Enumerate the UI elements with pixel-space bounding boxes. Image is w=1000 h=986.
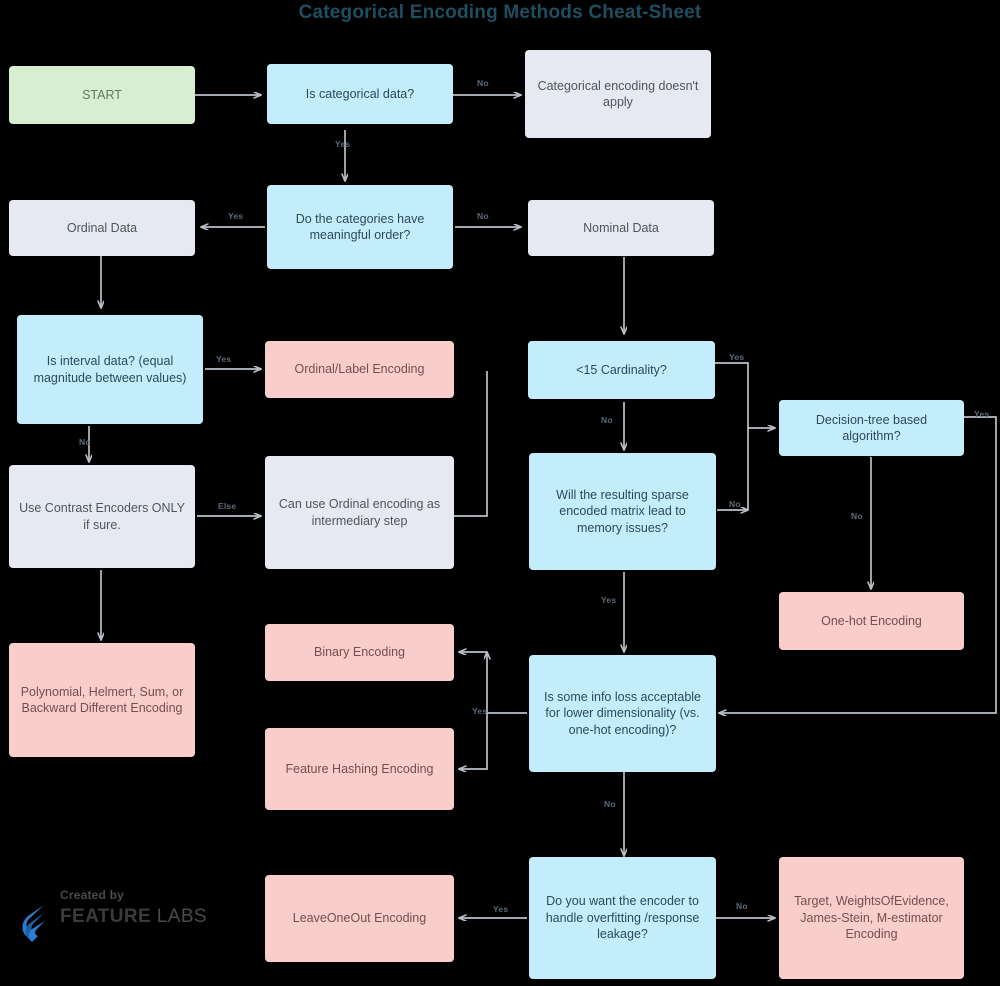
node-nominal-data[interactable]: Nominal Data (528, 200, 714, 256)
edge-label-overfit-yes: Yes (493, 904, 509, 914)
edge-label-tree-no: No (851, 511, 863, 521)
node-binary-encoding[interactable]: Binary Encoding (265, 624, 454, 681)
edge-label-sparse-yes: Yes (601, 595, 617, 605)
node-leaveoneout-encoding[interactable]: LeaveOneOut Encoding (265, 875, 454, 962)
node-cardinality[interactable]: <15 Cardinality? (528, 341, 715, 399)
created-by-label: Created by (60, 888, 125, 902)
edge-label-sparse-no: No (729, 499, 741, 509)
node-start[interactable]: START (9, 66, 195, 124)
node-use-contrast-encoders[interactable]: Use Contrast Encoders ONLY if sure. (9, 465, 195, 568)
node-handle-overfitting[interactable]: Do you want the encoder to handle overfi… (529, 857, 716, 979)
node-categorical-encoding-doesnt-apply[interactable]: Categorical encoding doesn't apply (525, 50, 711, 138)
edge-label-infoloss-no: No (604, 799, 616, 809)
company-name-bold: FEATURE (60, 906, 152, 927)
edge-label-cardinality-yes: Yes (729, 352, 745, 362)
edge-label-categorical-yes: Yes (335, 139, 351, 149)
edge-label-interval-yes: Yes (216, 354, 232, 364)
node-feature-hashing-encoding[interactable]: Feature Hashing Encoding (265, 728, 454, 810)
edge-label-contrast-else: Else (218, 501, 237, 511)
edge-label-order-no: No (477, 211, 489, 221)
node-meaningful-order[interactable]: Do the categories have meaningful order? (267, 185, 453, 269)
edge-label-order-yes: Yes (228, 211, 244, 221)
edge-label-interval-no: No (79, 437, 91, 447)
node-target-woe-james-stein[interactable]: Target, WeightsOfEvidence, James-Stein, … (779, 857, 964, 979)
node-decision-tree-based-algorithm[interactable]: Decision-tree based algorithm? (779, 400, 964, 456)
node-one-hot-encoding[interactable]: One-hot Encoding (779, 592, 964, 650)
feature-labs-logo-icon (22, 905, 45, 942)
node-ordinal-data[interactable]: Ordinal Data (9, 200, 195, 256)
edge-label-cardinality-no: No (601, 415, 613, 425)
edge-label-overfit-no: No (736, 901, 748, 911)
node-is-categorical-data[interactable]: Is categorical data? (267, 64, 453, 124)
node-ordinal-label-encoding[interactable]: Ordinal/Label Encoding (265, 341, 454, 398)
company-name-light: LABS (151, 906, 207, 927)
edge-label-categorical-no: No (477, 78, 489, 88)
brand-lockup: Created by FEATURE LABS (22, 888, 222, 950)
page-title: Categorical Encoding Methods Cheat-Sheet (298, 2, 702, 23)
node-polynomial-helmert-sum-backward[interactable]: Polynomial, Helmert, Sum, or Backward Di… (9, 643, 195, 757)
node-is-interval-data[interactable]: Is interval data? (equal magnitude betwe… (17, 315, 203, 424)
node-sparse-memory-issues[interactable]: Will the resulting sparse encoded matrix… (529, 453, 716, 570)
company-name: FEATURE LABS (60, 906, 207, 928)
edge-label-infoloss-yes: Yes (472, 706, 488, 716)
edge-label-tree-yes: Yes (974, 409, 990, 419)
node-info-loss-acceptable[interactable]: Is some info loss acceptable for lower d… (529, 655, 716, 772)
node-ordinal-intermediary-step[interactable]: Can use Ordinal encoding as intermediary… (265, 456, 454, 569)
